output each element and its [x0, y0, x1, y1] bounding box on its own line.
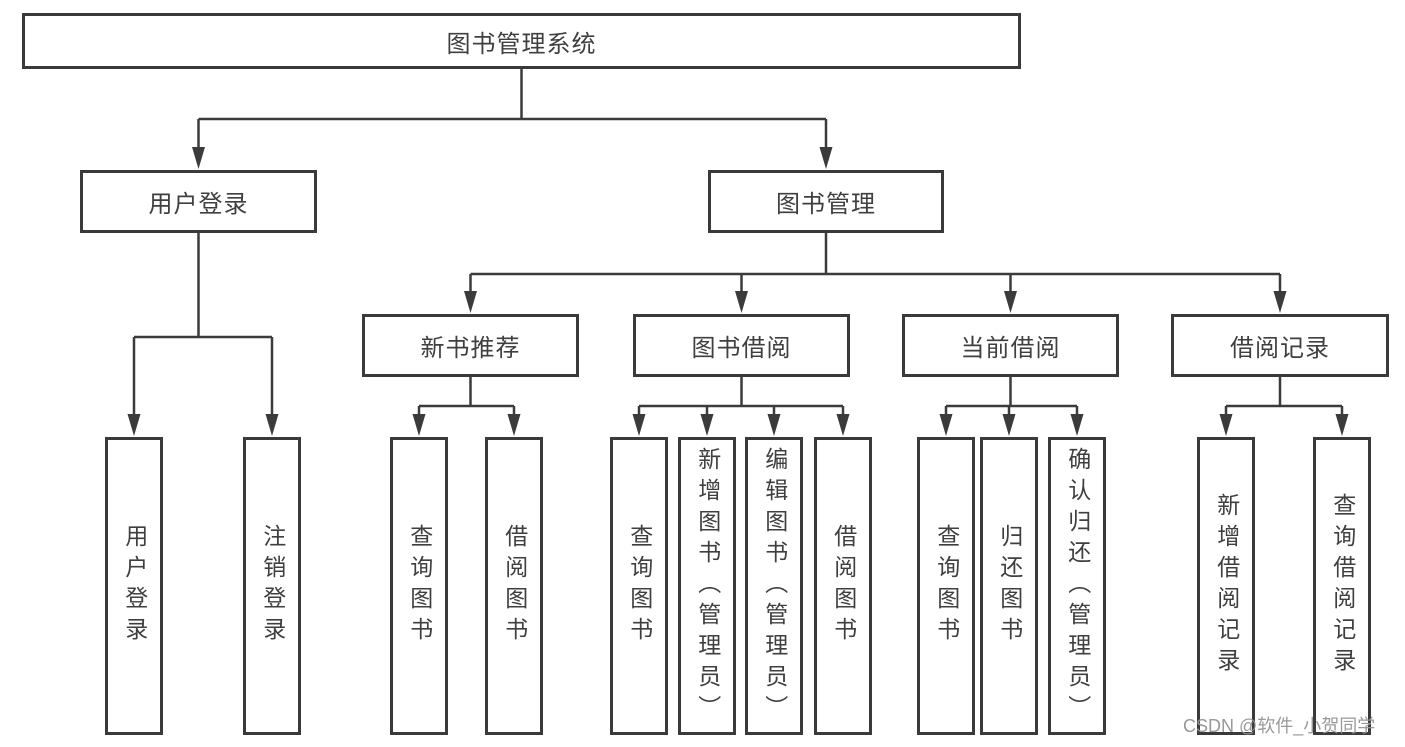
connector-root-to-level2 [192, 68, 833, 169]
connector-user-login-to-leaves [127, 233, 279, 436]
node-book-borrowing-label: 图书借阅 [691, 335, 792, 362]
arrowhead [1002, 414, 1016, 436]
arrowhead [507, 414, 521, 436]
csdn-watermark: CSDN @软件_小贺同学 [1183, 716, 1376, 736]
arrowhead [767, 414, 781, 436]
leaf-borrow-books-borrow: 借阅图书 [814, 437, 872, 735]
connector-current-borrowing-to-leaves [939, 377, 1084, 436]
leaf-query-books-recommend-label: 查询图书 [406, 524, 433, 648]
arrowhead [632, 414, 646, 436]
node-user-login: 用户登录 [80, 170, 317, 233]
node-borrowing-records-label: 借阅记录 [1230, 335, 1330, 362]
node-current-borrowing-label: 当前借阅 [960, 335, 1061, 362]
arrowhead [412, 414, 426, 436]
leaf-borrow-books-recommend: 借阅图书 [485, 437, 543, 735]
leaf-return-books: 归还图书 [980, 437, 1038, 735]
node-new-book-recommendation-label: 新书推荐 [420, 335, 521, 362]
connector-book-management-to-level3 [464, 233, 1287, 313]
arrowhead [1004, 291, 1017, 313]
leaf-logout: 注销登录 [243, 437, 301, 735]
leaf-query-books-recommend: 查询图书 [390, 437, 448, 735]
leaf-query-books-current: 查询图书 [917, 437, 975, 735]
node-root: 图书管理系统 [22, 13, 1021, 69]
arrowhead [1273, 291, 1287, 313]
leaf-edit-books-admin: 编辑图书（管理员） [745, 437, 803, 735]
leaf-query-books-borrow-label: 查询图书 [626, 524, 653, 648]
node-book-borrowing: 图书借阅 [633, 314, 850, 377]
leaf-add-borrow-record: 新增借阅记录 [1197, 437, 1255, 735]
arrowhead [819, 147, 833, 169]
arrowhead [464, 291, 477, 313]
leaf-confirm-return-admin-label: 确认归还（管理员） [1064, 446, 1091, 726]
leaf-add-books-admin-label: 新增图书（管理员） [694, 446, 721, 726]
arrowhead [127, 414, 141, 436]
leaf-return-books-label: 归还图书 [996, 524, 1023, 648]
connector-book-borrowing-to-leaves [632, 377, 850, 436]
leaf-logout-label: 注销登录 [259, 524, 286, 648]
leaf-add-borrow-record-label: 新增借阅记录 [1213, 493, 1240, 679]
node-current-borrowing: 当前借阅 [902, 314, 1119, 377]
arrowhead [192, 147, 205, 169]
arrowhead [939, 414, 953, 436]
connector-borrowing-records-to-leaves [1219, 377, 1349, 436]
arrowhead [700, 414, 714, 436]
leaf-query-books-borrow: 查询图书 [610, 437, 668, 735]
connector-new-book-to-leaves [412, 377, 521, 436]
arrowhead [1335, 414, 1349, 436]
node-user-login-label: 用户登录 [148, 191, 249, 218]
arrowhead [1219, 414, 1233, 436]
leaf-query-borrow-record: 查询借阅记录 [1313, 437, 1371, 735]
node-book-management-label: 图书管理 [776, 191, 876, 218]
leaf-user-login: 用户登录 [105, 437, 163, 735]
arrowhead [265, 414, 279, 436]
leaf-edit-books-admin-label: 编辑图书（管理员） [761, 446, 788, 726]
node-new-book-recommendation: 新书推荐 [362, 314, 579, 377]
node-borrowing-records: 借阅记录 [1171, 314, 1389, 377]
node-root-label: 图书管理系统 [446, 30, 597, 58]
leaf-add-books-admin: 新增图书（管理员） [678, 437, 736, 735]
leaf-user-login-label: 用户登录 [121, 524, 148, 648]
leaf-borrow-books-recommend-label: 借阅图书 [501, 524, 528, 648]
leaf-borrow-books-borrow-label: 借阅图书 [830, 524, 857, 648]
arrowhead [836, 414, 850, 436]
leaf-query-books-current-label: 查询图书 [933, 524, 960, 648]
leaf-query-borrow-record-label: 查询借阅记录 [1329, 493, 1356, 679]
arrowhead [1070, 414, 1084, 436]
node-book-management: 图书管理 [708, 170, 944, 233]
arrowhead [735, 291, 748, 313]
leaf-confirm-return-admin: 确认归还（管理员） [1048, 437, 1106, 735]
